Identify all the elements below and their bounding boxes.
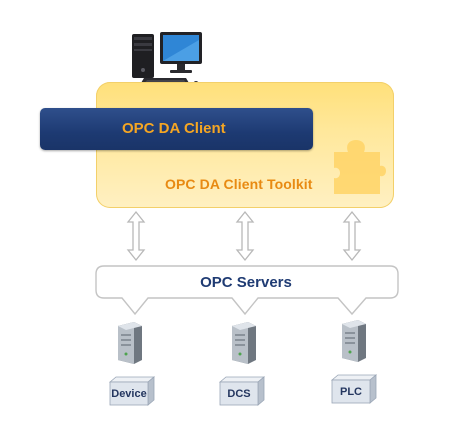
double-arrow-icon [342, 210, 362, 262]
double-arrow-icon [235, 210, 255, 262]
toolkit-label: OPC DA Client Toolkit [165, 176, 313, 192]
plc-tag [330, 374, 378, 404]
dcs-tag [218, 376, 266, 406]
puzzle-piece-icon [334, 140, 386, 194]
server-tower-icon [342, 320, 366, 362]
server-tower-icon [232, 322, 256, 364]
servers-box [95, 265, 399, 316]
dcs-label: DCS [227, 388, 251, 400]
plc-label: PLC [340, 386, 362, 398]
client-bar [40, 108, 313, 150]
client-label: OPC DA Client [122, 120, 226, 137]
server-tower-icon [118, 322, 142, 364]
device-label: Device [111, 388, 147, 400]
servers-label: OPC Servers [200, 274, 292, 291]
double-arrow-icon [126, 210, 146, 262]
device-tag [108, 376, 156, 406]
